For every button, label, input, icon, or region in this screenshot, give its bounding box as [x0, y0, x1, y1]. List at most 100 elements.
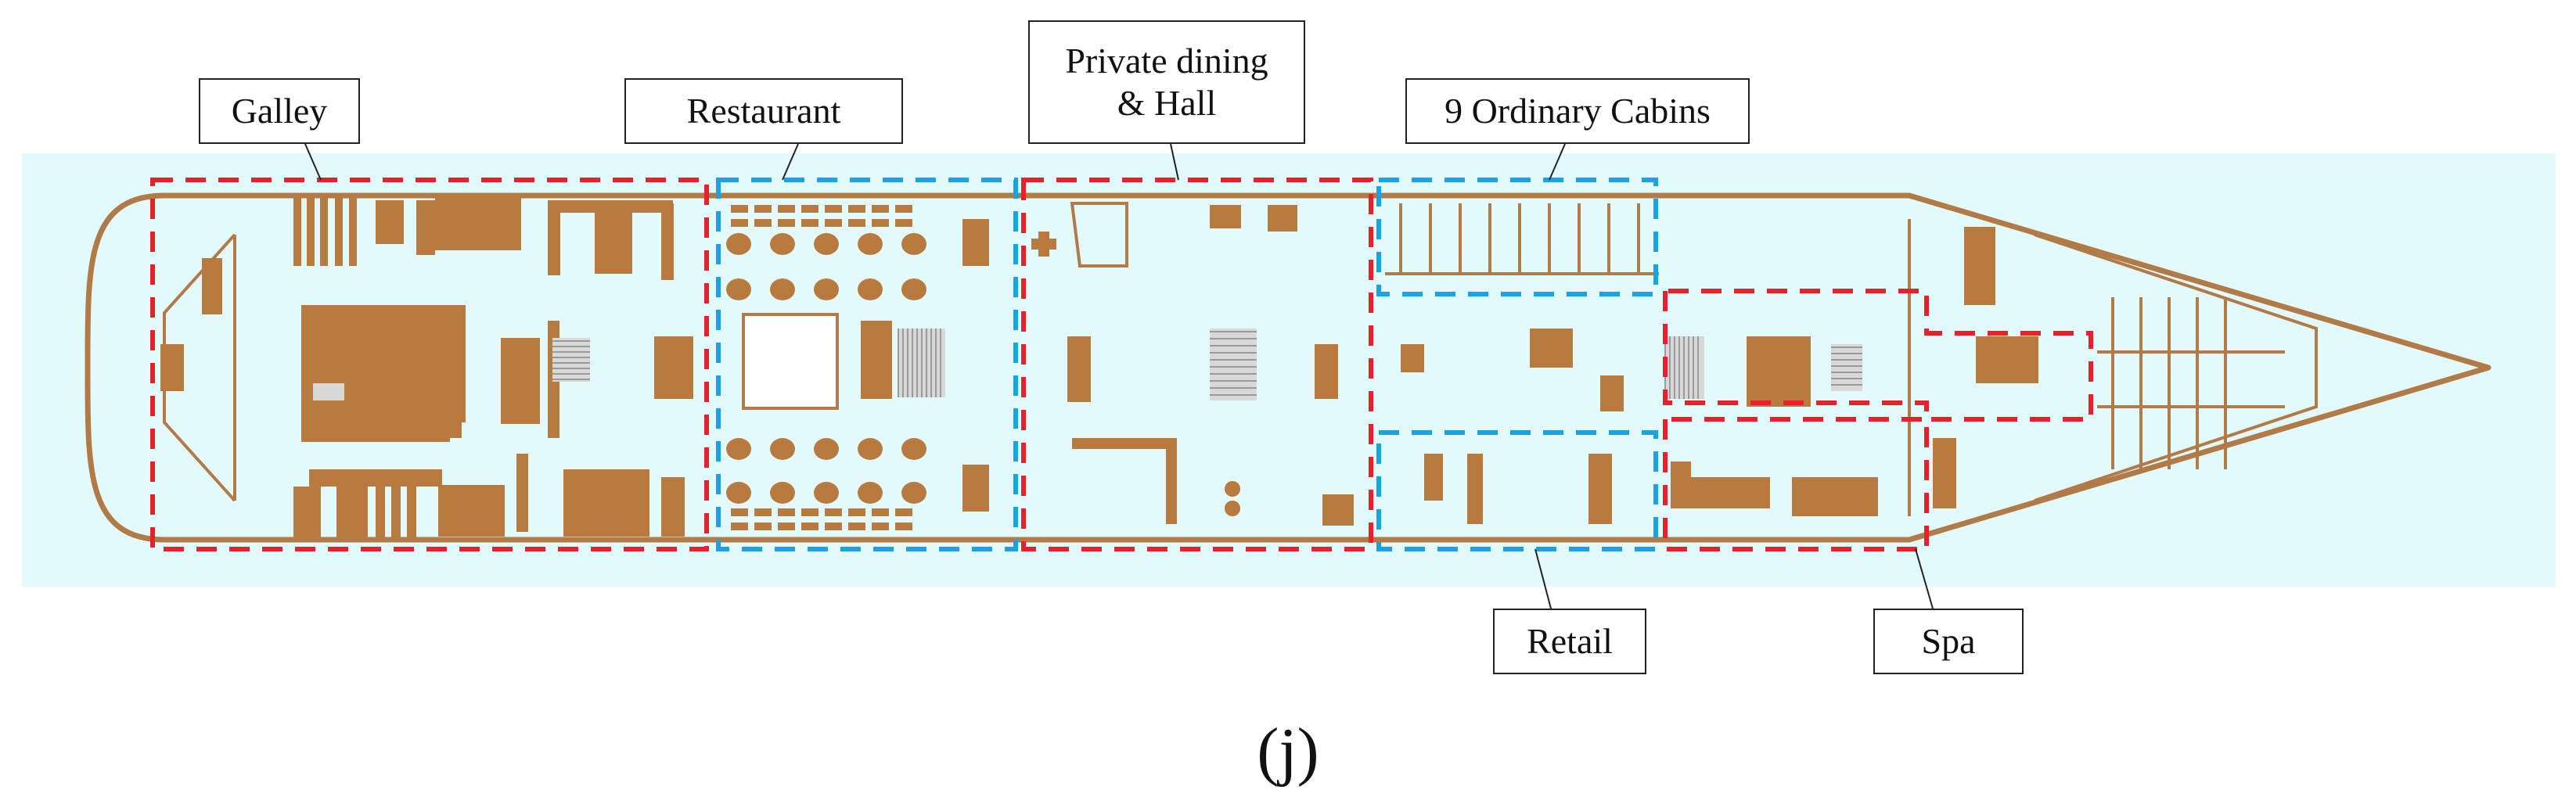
restaurant-bar — [861, 321, 892, 399]
restaurant-top-seat — [731, 205, 748, 213]
retail-shelf-0 — [1424, 454, 1443, 501]
label-ordinary-cabins: 9 Ordinary Cabins — [1405, 78, 1750, 144]
retail-counter-top — [1530, 329, 1573, 368]
restaurant-table — [726, 278, 751, 300]
bow-spa-room — [1976, 336, 2038, 383]
galley-counter-bottom-2 — [376, 483, 385, 538]
hall-reception — [1322, 494, 1354, 526]
restaurant-table — [814, 482, 839, 504]
galley-counter-bottom-1 — [336, 485, 368, 538]
restaurant-top-seat — [825, 219, 842, 227]
restaurant-service-top — [962, 219, 989, 266]
restaurant-top-seat — [731, 219, 748, 227]
restaurant-bottom-seat — [754, 523, 772, 530]
galley-counter-top-0 — [293, 196, 301, 266]
private-room-outline — [1070, 202, 1128, 268]
restaurant-bottom-seat — [848, 523, 865, 530]
restaurant-table — [901, 438, 926, 460]
restaurant-bottom-seat — [825, 508, 842, 516]
private-dining-table-0 — [1210, 205, 1241, 228]
restaurant-table — [901, 278, 926, 300]
restaurant-top-seat — [754, 205, 772, 213]
restaurant-table — [814, 438, 839, 460]
label-spa: Spa — [1873, 609, 2024, 674]
leader-private-dining — [1170, 143, 1179, 181]
galley-counter-bottom-3 — [391, 483, 401, 538]
private-cross-v — [1038, 232, 1049, 257]
galley-wall-top — [661, 203, 674, 280]
hull-outline — [85, 192, 2491, 543]
restaurant-service-bottom — [962, 465, 989, 512]
galley-pantry-side — [661, 477, 685, 537]
restaurant-top-seat — [848, 205, 865, 213]
restaurant-bottom-seat — [872, 523, 889, 530]
panel-label: (j) — [1257, 714, 1319, 788]
restaurant-table — [814, 278, 839, 300]
leader-spa — [1915, 548, 1934, 609]
restaurant-top-seat — [895, 205, 912, 213]
galley-shelf-side — [548, 213, 560, 275]
hall-counter — [1072, 438, 1166, 449]
galley-counter-top-7 — [435, 196, 521, 250]
zone-layer — [150, 178, 2093, 551]
galley-counter-bottom-0 — [293, 487, 321, 538]
galley-counter-top-4 — [349, 196, 357, 266]
restaurant-top-seat — [872, 219, 889, 227]
restaurant-table — [901, 233, 926, 255]
restaurant-bottom-seat — [801, 508, 818, 516]
leader-retail — [1534, 548, 1552, 609]
hall-sculpture — [1315, 344, 1338, 399]
galley-counter-bottom-4 — [407, 483, 416, 538]
hall-counter-side — [1166, 438, 1177, 524]
galley-counter-top-6 — [416, 200, 435, 255]
retail-shelf-2 — [1588, 454, 1612, 524]
restaurant-bottom-seat — [848, 508, 865, 516]
zone-private-dining-hall — [1021, 178, 1373, 551]
galley-cold-store — [501, 338, 540, 424]
zone-restaurant — [716, 178, 1018, 551]
zone-galley — [150, 178, 709, 551]
restaurant-table — [726, 438, 751, 460]
label-retail: Retail — [1493, 609, 1646, 674]
galley-stern-box — [160, 344, 184, 391]
restaurant-table — [858, 233, 883, 255]
restaurant-table — [858, 278, 883, 300]
galley-pantry — [563, 469, 649, 537]
zone-spa-upper — [1663, 289, 2093, 422]
galley-pass-counter — [450, 305, 466, 422]
restaurant-bottom-seat — [801, 523, 818, 530]
restaurant-bottom-seat — [754, 508, 772, 516]
galley-shelf-top — [548, 200, 673, 213]
restaurant-bottom-seat — [778, 523, 795, 530]
spa-lounge — [1676, 477, 1770, 508]
hall-lamp-1 — [1225, 501, 1240, 516]
restaurant-bottom-seat — [872, 508, 889, 516]
galley-counter-top-5 — [376, 200, 404, 244]
private-dining-table-1 — [1268, 205, 1297, 232]
restaurant-top-seat — [801, 205, 818, 213]
restaurant-table — [858, 482, 883, 504]
retail-stair-landing — [1600, 375, 1624, 411]
furniture-layer — [160, 196, 2285, 538]
retail-shelf-1 — [1467, 454, 1483, 524]
galley-stairs — [552, 338, 590, 382]
zone-spa-lower — [1663, 417, 1929, 551]
galley-counter-top-1 — [307, 196, 315, 266]
retail-display-top — [1401, 344, 1424, 372]
galley-store-bottom — [438, 485, 505, 537]
restaurant-table — [770, 438, 795, 460]
galley-wall-bottom — [516, 454, 528, 532]
zone-ordinary-cabins — [1376, 178, 1658, 296]
restaurant-bottom-seat — [731, 523, 748, 530]
galley-cart — [313, 383, 344, 400]
bow-deck-lines — [2034, 233, 2318, 502]
hall-lamp-0 — [1225, 481, 1240, 497]
restaurant-table — [814, 233, 839, 255]
leader-restaurant — [782, 143, 799, 181]
hall-sofa-left — [1067, 336, 1091, 402]
restaurant-table — [770, 482, 795, 504]
restaurant-top-seat — [801, 219, 818, 227]
spa-pool — [1792, 477, 1878, 516]
spa-stairs — [1831, 344, 1862, 391]
